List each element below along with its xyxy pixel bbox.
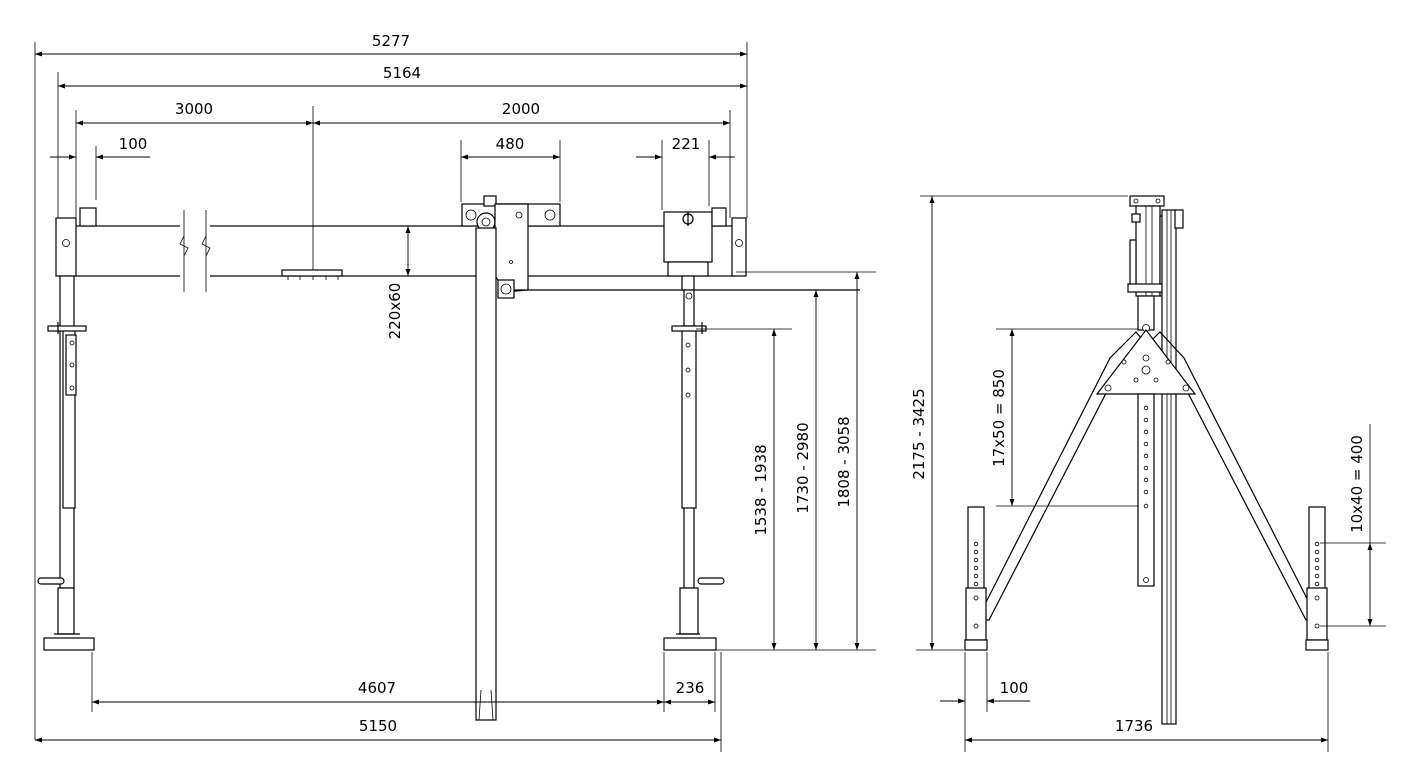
dim-overall-width-top: 5277 [372,32,410,50]
side-view: 2175 - 3425 17x50 = 850 10x40 = 400 100 … [910,195,1386,752]
side-dimensions: 2175 - 3425 17x50 = 850 10x40 = 400 100 … [910,195,1386,752]
dim-end-offset-left: 100 [119,135,148,153]
dim-height-range-2: 1730 - 2980 [794,422,812,513]
dim-right-span: 2000 [502,100,540,118]
front-view: 5277 5164 3000 2000 100 480 [34,32,876,752]
dim-end-carriage-width: 221 [672,135,701,153]
dim-inner-base-span: 4607 [358,679,396,697]
dim-height-range-1: 1538 - 1938 [752,444,770,535]
dim-foot-width: 236 [676,679,705,697]
dim-foot-offset: 100 [1000,679,1029,697]
side-center-post [1137,393,1155,587]
dim-beam-length: 5164 [383,64,421,82]
dim-base-width: 1736 [1115,717,1153,735]
main-beam [73,106,737,292]
dim-height-range-3: 1808 - 3058 [835,416,853,507]
dim-column-adjust: 17x50 = 850 [990,369,1008,467]
side-head [1127,195,1169,332]
side-plate [1095,329,1197,395]
dim-trolley-width: 480 [496,135,525,153]
side-right-foot [1305,506,1329,651]
dim-overall-base-width: 5150 [359,717,397,735]
side-rail [1161,209,1184,725]
trolley [461,195,860,721]
dim-beam-section: 220x60 [386,283,404,340]
dim-left-span: 3000 [175,100,213,118]
dim-leg-adjust: 10x40 = 400 [1348,435,1366,533]
side-left-foot [964,506,988,651]
right-support [663,207,876,651]
dim-overall-height-range: 2175 - 3425 [910,388,928,479]
front-dimensions: 5277 5164 3000 2000 100 480 [34,32,860,752]
left-support [37,207,97,651]
